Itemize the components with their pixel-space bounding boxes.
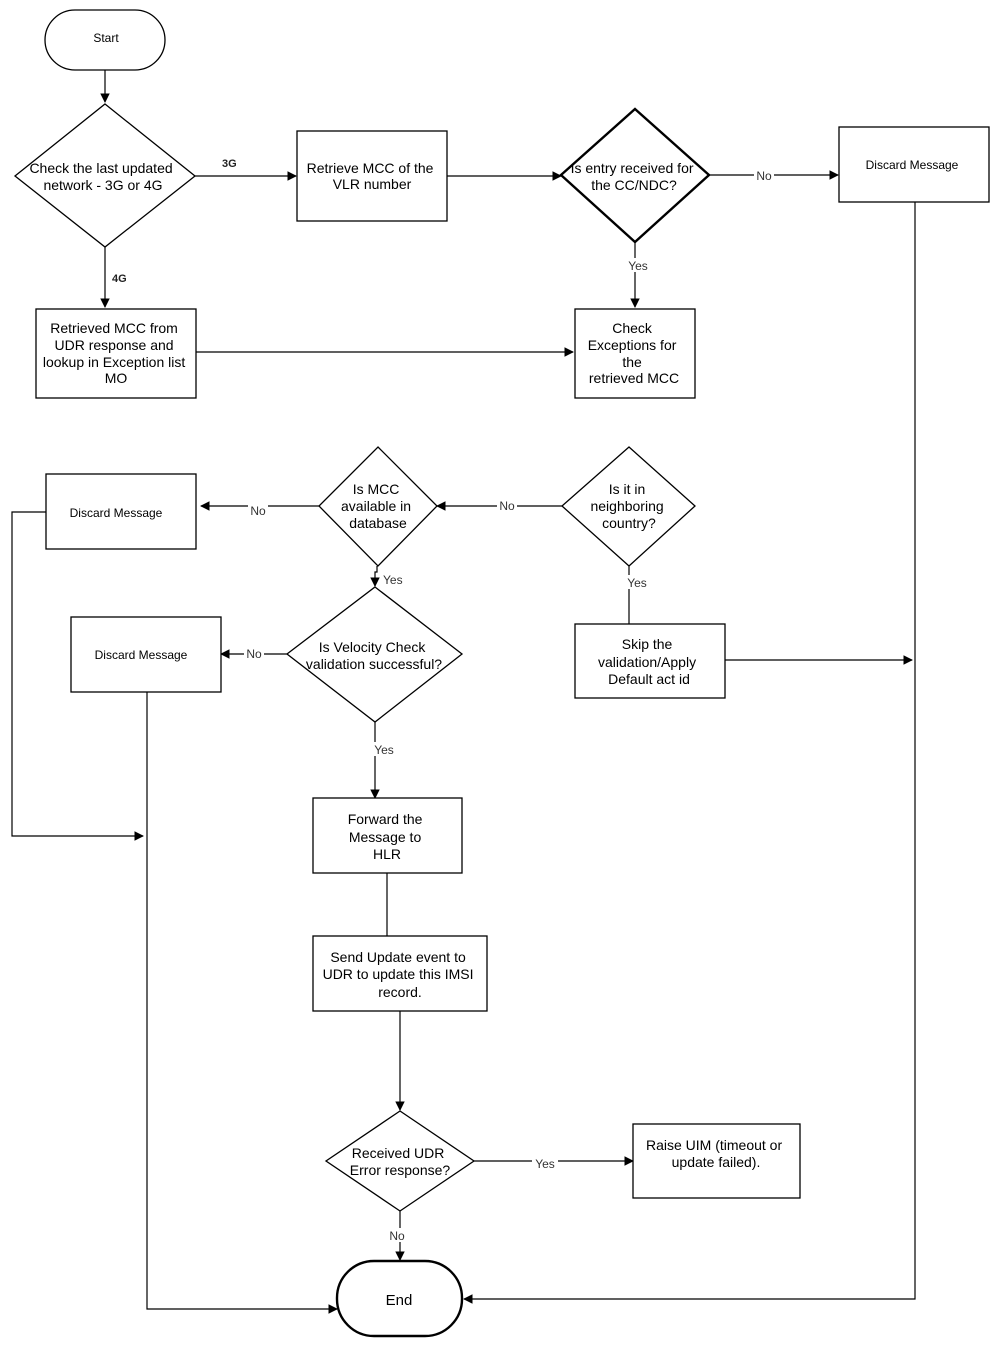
svg-text:Is Velocity Check vali: Is Velocity Check validation successful? bbox=[306, 639, 442, 672]
discard-message-2: Discard Message bbox=[45, 473, 197, 550]
retrieved-mcc-udr-line-2: UDR response and bbox=[55, 337, 174, 353]
check-exceptions-line-3: the bbox=[622, 354, 642, 370]
entry-received-line-1: Is entry received for bbox=[571, 160, 694, 176]
send-update-process: Send Update event to UDR to update this … bbox=[312, 935, 488, 1012]
neighboring-line-2: neighboring bbox=[590, 498, 663, 514]
skip-validation-line-3: Default act id bbox=[608, 671, 690, 687]
check-network-line-1: Check the last updated bbox=[29, 160, 172, 176]
check-exceptions-line-1: Check bbox=[612, 320, 653, 336]
svg-text:Send Update event to U: Send Update event to UDR to update this … bbox=[323, 949, 478, 1000]
svg-text:Is it in neighboring: Is it in neighboring country? bbox=[590, 481, 667, 531]
send-update-line-3: record. bbox=[378, 984, 422, 1000]
raise-uim-line-1: Raise UIM (timeout or bbox=[646, 1137, 782, 1153]
send-update-line-1: Send Update event to bbox=[330, 949, 466, 965]
skip-validation-line-2: validation/Apply bbox=[598, 654, 696, 670]
edge-label-velocity-yes: Yes bbox=[374, 743, 394, 757]
skip-validation-process: Skip the validation/Apply Default act id bbox=[574, 623, 726, 699]
retrieved-mcc-udr-line-1: Retrieved MCC from bbox=[50, 320, 178, 336]
neighboring-line-3: country? bbox=[602, 515, 656, 531]
neighboring-line-1: Is it in bbox=[609, 481, 646, 497]
svg-text:Is entry received for: Is entry received for the CC/NDC? bbox=[571, 160, 698, 193]
retrieve-mcc-vlr-process: Retrieve MCC of the VLR number bbox=[296, 130, 448, 222]
edge-label-neighbor-yes: Yes bbox=[627, 576, 647, 590]
edge-mcc-available-to-velocity-check bbox=[370, 566, 380, 587]
forward-message-process: Forward the Message to HLR bbox=[312, 797, 463, 874]
entry-received-line-2: the CC/NDC? bbox=[591, 177, 677, 193]
edge-label-mcc-no: No bbox=[250, 504, 266, 518]
edge-discard-2-to-merge bbox=[11, 511, 144, 841]
edge-label-udr-yes: Yes bbox=[535, 1157, 555, 1171]
check-exceptions-line-2: Exceptions for bbox=[588, 337, 677, 353]
discard-message-1-label: Discard Message bbox=[866, 158, 959, 172]
svg-text:Check the last updated: Check the last updated network - 3G or 4… bbox=[29, 160, 176, 193]
retrieved-mcc-udr-line-3: lookup in Exception list bbox=[43, 354, 186, 370]
velocity-check-line-1: Is Velocity Check bbox=[319, 639, 427, 655]
discard-message-3-label: Discard Message bbox=[95, 648, 188, 662]
check-exceptions-line-4: retrieved MCC bbox=[589, 370, 679, 386]
forward-message-line-1: Forward the bbox=[348, 811, 423, 827]
mcc-available-line-3: database bbox=[349, 515, 407, 531]
retrieve-mcc-vlr-line-1: Retrieve MCC of the bbox=[307, 160, 434, 176]
svg-text:Is MCC available in: Is MCC available in database bbox=[341, 481, 415, 531]
edge-label-udr-no: No bbox=[389, 1229, 405, 1243]
edge-label-4g: 4G bbox=[112, 273, 127, 285]
raise-uim-process: Raise UIM (timeout or update failed). bbox=[632, 1123, 801, 1199]
raise-uim-line-2: update failed). bbox=[672, 1154, 761, 1170]
skip-validation-line-1: Skip the bbox=[622, 636, 673, 652]
forward-message-line-2: Message to bbox=[349, 829, 422, 845]
svg-text:Retrieved MCC from UDR: Retrieved MCC from UDR response and look… bbox=[43, 320, 189, 386]
edge-label-entry-no: No bbox=[756, 169, 772, 183]
entry-received-decision: Is entry received for the CC/NDC? bbox=[559, 107, 711, 244]
svg-text:Retrieve MCC of the VL: Retrieve MCC of the VLR number bbox=[307, 160, 438, 192]
start-node: Start bbox=[44, 9, 166, 71]
neighboring-country-decision: Is it in neighboring country? bbox=[561, 446, 696, 567]
forward-message-line-3: HLR bbox=[373, 846, 401, 862]
discard-message-3: Discard Message bbox=[70, 616, 222, 693]
check-network-decision: Check the last updated network - 3G or 4… bbox=[13, 103, 197, 248]
svg-text:Forward the Message to: Forward the Message to HLR bbox=[348, 811, 427, 862]
retrieve-mcc-vlr-line-2: VLR number bbox=[333, 176, 412, 192]
svg-text:Received UDR Error res: Received UDR Error response? bbox=[350, 1145, 451, 1178]
end-label: End bbox=[386, 1292, 413, 1309]
svg-text:Check Exceptions for: Check Exceptions for the retrieved MCC bbox=[588, 320, 681, 386]
udr-error-line-2: Error response? bbox=[350, 1162, 451, 1178]
udr-error-decision: Received UDR Error response? bbox=[324, 1110, 476, 1212]
send-update-line-2: UDR to update this IMSI bbox=[323, 966, 474, 982]
start-label: Start bbox=[93, 31, 119, 45]
svg-text:Skip the validation/Ap: Skip the validation/Apply Default act id bbox=[598, 636, 700, 687]
edge-label-neighbor-no: No bbox=[499, 499, 515, 513]
mcc-available-decision: Is MCC available in database bbox=[318, 446, 438, 567]
retrieved-mcc-udr-process: Retrieved MCC from UDR response and look… bbox=[35, 308, 197, 399]
edge-labels: 3G 4G No Yes No No Yes Yes No Yes Yes No bbox=[112, 158, 774, 1243]
velocity-check-line-2: validation successful? bbox=[306, 656, 442, 672]
edge-label-3g: 3G bbox=[222, 158, 237, 170]
udr-error-line-1: Received UDR bbox=[352, 1145, 445, 1161]
edge-discard-1-to-end bbox=[463, 202, 916, 1304]
discard-message-1: Discard Message bbox=[838, 126, 990, 203]
nodes: Start Check the last updated network - 3… bbox=[13, 9, 990, 1338]
discard-message-2-label: Discard Message bbox=[70, 506, 163, 520]
edge-discard-3-to-end bbox=[146, 692, 338, 1314]
edge-label-entry-yes: Yes bbox=[628, 259, 648, 273]
svg-text:Raise UIM (timeout or: Raise UIM (timeout or update failed). bbox=[646, 1137, 786, 1170]
check-network-line-2: network - 3G or 4G bbox=[43, 177, 162, 193]
check-exceptions-process: Check Exceptions for the retrieved MCC bbox=[574, 308, 696, 399]
mcc-available-line-1: Is MCC bbox=[353, 481, 400, 497]
edge-label-mcc-yes: Yes bbox=[383, 573, 403, 587]
end-node: End bbox=[335, 1259, 464, 1338]
velocity-check-decision: Is Velocity Check validation successful? bbox=[285, 586, 464, 723]
edge-label-velocity-no: No bbox=[246, 647, 262, 661]
mcc-available-line-2: available in bbox=[341, 498, 411, 514]
retrieved-mcc-udr-line-4: MO bbox=[105, 370, 128, 386]
